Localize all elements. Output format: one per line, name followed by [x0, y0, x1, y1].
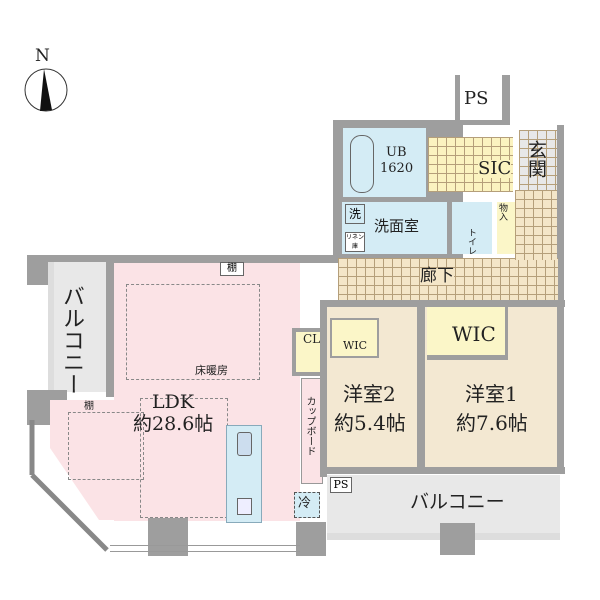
north-label: N	[35, 46, 50, 66]
floor-heating-area	[126, 284, 260, 380]
sink-icon	[237, 432, 252, 456]
bedroom-2-size: 約5.4帖	[334, 411, 406, 435]
entrance-genkan	[519, 130, 557, 190]
ps-bottom: PS	[330, 477, 352, 493]
balcony-bottom-label: バルコニー	[410, 491, 505, 513]
fridge-label: 冷	[298, 496, 312, 511]
monoire-label: 物入	[499, 204, 509, 223]
sic-label: SIC	[478, 158, 512, 179]
shoe-closet-sic	[428, 137, 513, 192]
bay-window	[29, 420, 109, 552]
balcony-left	[48, 262, 112, 392]
shelf-top: 棚	[220, 262, 244, 276]
washroom-label: 洗面室	[374, 217, 420, 235]
cl-label: CL	[303, 332, 321, 346]
stove-icon	[237, 498, 252, 515]
washer-space: 洗	[345, 204, 365, 224]
bedroom-1-label: 洋室1	[465, 382, 518, 406]
ub-size: 1620	[380, 161, 414, 176]
fridge-space	[294, 492, 320, 518]
ps-top-label: PS	[464, 88, 489, 109]
ub-label: UB	[386, 145, 407, 160]
toilet-label: トイレ	[466, 228, 476, 255]
wic-small-label: WIC	[343, 339, 368, 352]
wic-large-label: WIC	[452, 322, 496, 346]
ldk-label: LDK	[152, 391, 195, 413]
shelf-left: 棚	[84, 401, 94, 412]
bathtub-icon	[350, 135, 374, 193]
linen-closet: リネン庫	[345, 232, 365, 252]
corridor-label: 廊下	[420, 266, 454, 286]
genkan-label: 玄関	[525, 140, 547, 178]
wic-large	[427, 307, 508, 360]
wic-small	[330, 318, 379, 358]
toilet	[452, 202, 492, 254]
cupboard-label: カップボード	[304, 396, 315, 456]
bedroom-2-label: 洋室2	[343, 382, 396, 406]
ldk-size: 約28.6帖	[133, 413, 214, 435]
balcony-left-label: バルコニー	[59, 285, 84, 395]
storage-monoire	[497, 202, 515, 254]
floor-heating-label: 床暖房	[195, 364, 228, 377]
bedroom-1-size: 約7.6帖	[456, 411, 528, 435]
ldk-room	[114, 263, 300, 521]
compass-arrow-icon	[24, 68, 68, 112]
